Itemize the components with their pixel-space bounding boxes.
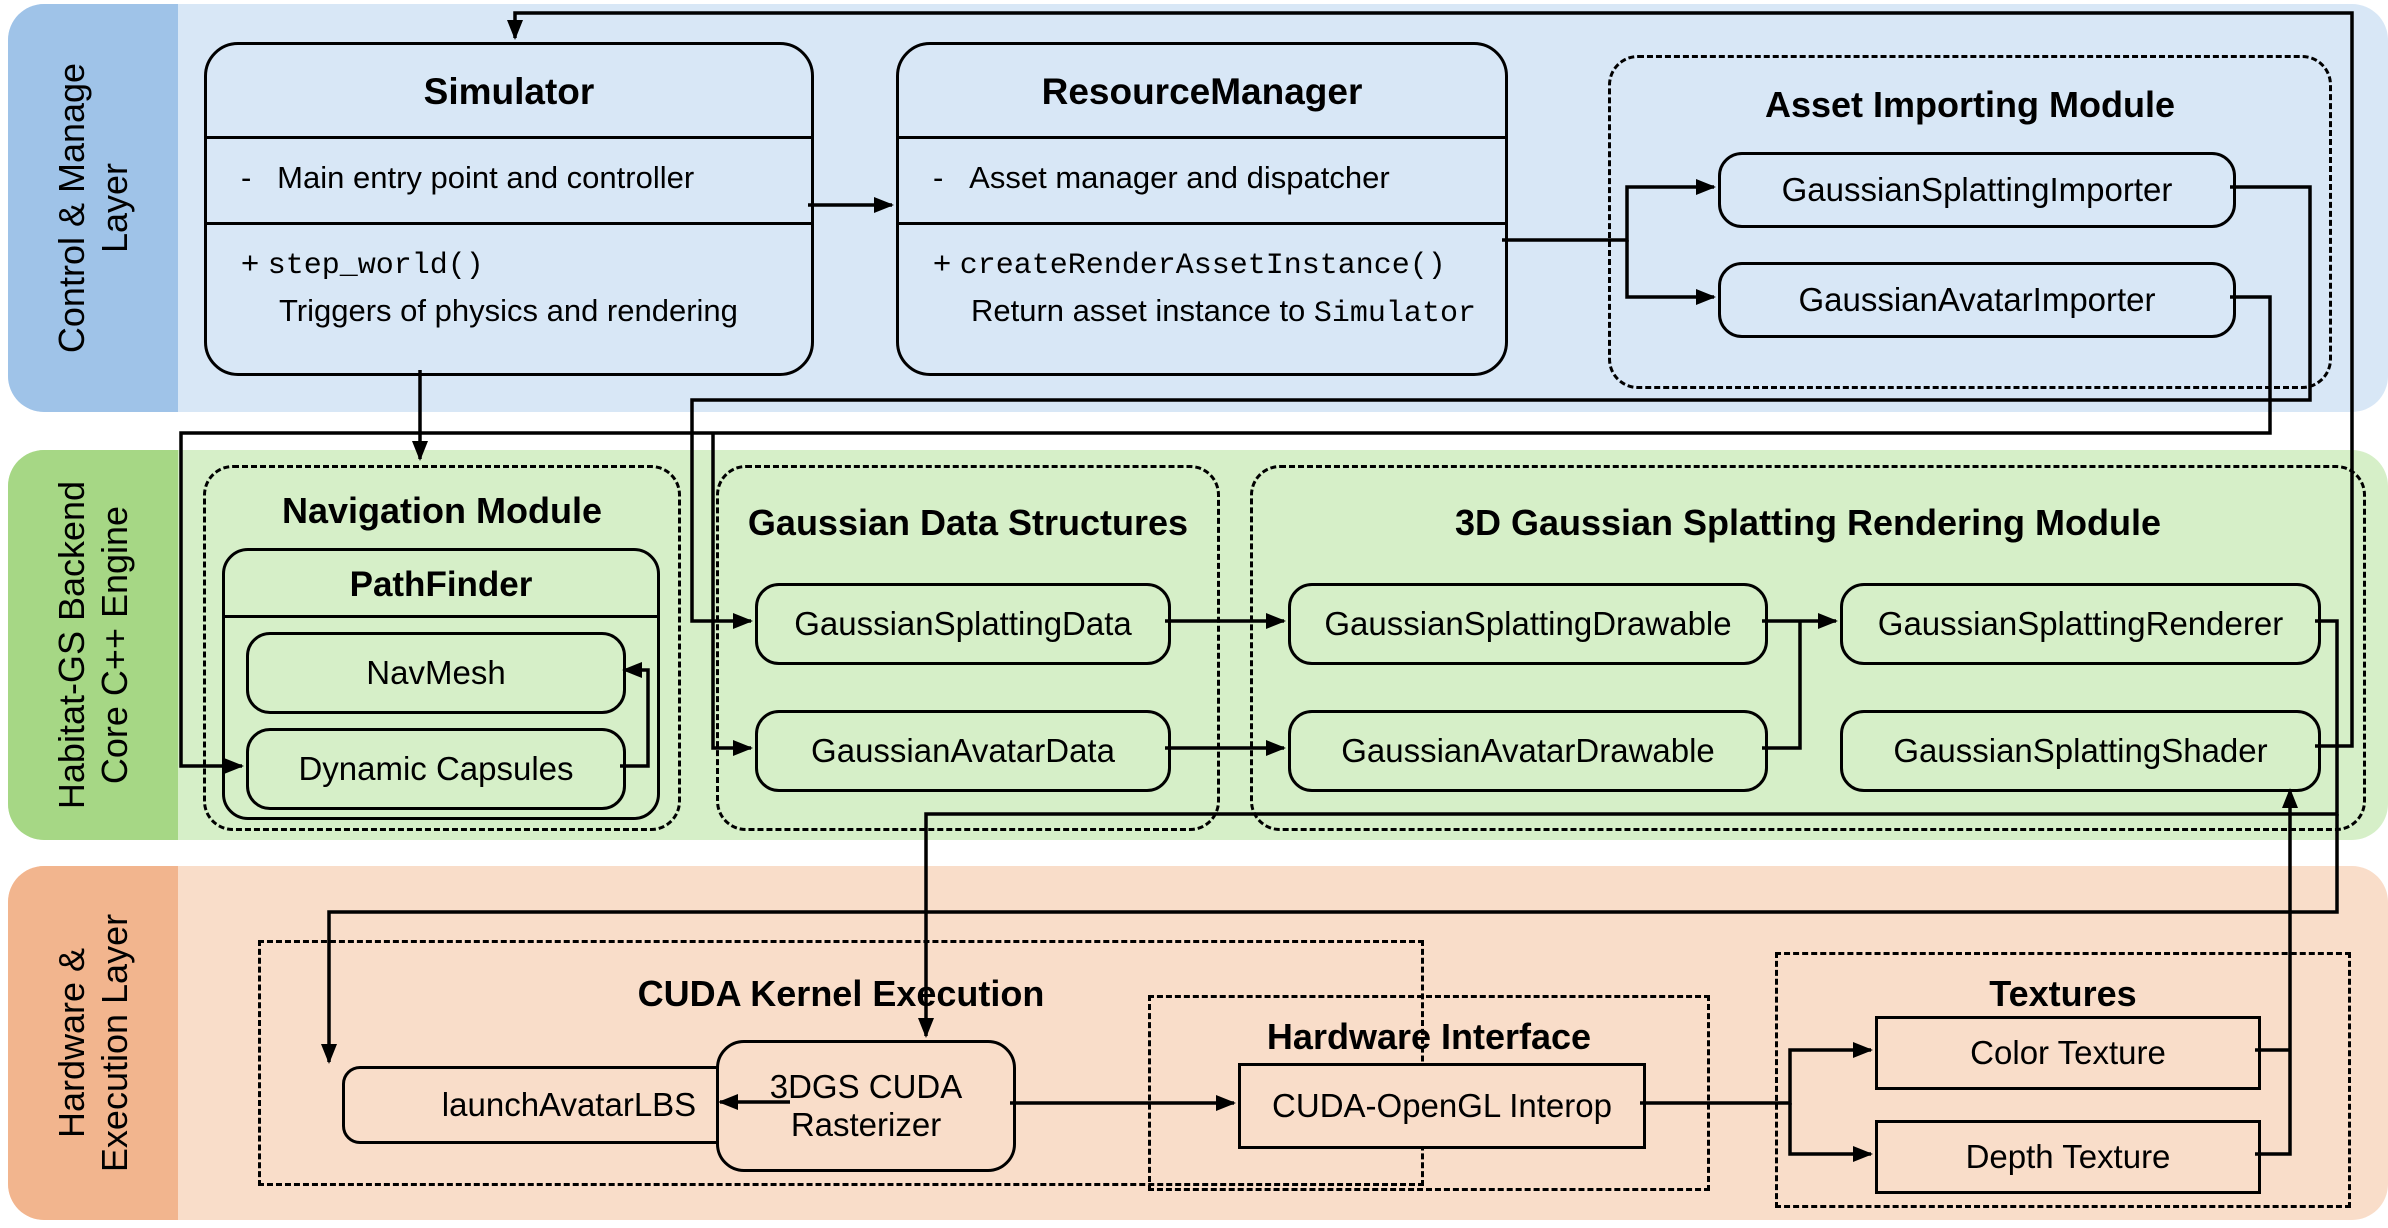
hardware-layer-label-line1: Hardware & — [50, 947, 92, 1139]
backend-layer-label-line2: Core C++ Engine — [94, 505, 135, 785]
hardware-layer-label-line2: Execution Layer — [94, 913, 135, 1173]
gaussian-avatar-importer-label: GaussianAvatarImporter — [1798, 281, 2156, 319]
resource-manager-attribute: - Asset manager and dispatcher — [933, 160, 1390, 196]
depth-texture-label: Depth Texture — [1965, 1138, 2171, 1176]
control-layer-strip — [8, 4, 178, 412]
rasterizer-label-line2: Rasterizer — [790, 1106, 942, 1143]
backend-layer-label-line1: Habitat-GS Backend — [50, 480, 92, 810]
control-layer-label-line2: Layer — [94, 162, 135, 254]
resource-manager-attr-text: Asset manager and dispatcher — [969, 160, 1390, 195]
simulator-method-plus: + — [241, 245, 260, 280]
gaussian-splatting-renderer-node: GaussianSplattingRenderer — [1840, 583, 2321, 665]
gaussian-splatting-renderer-label: GaussianSplattingRenderer — [1877, 605, 2284, 643]
hardware-layer-label: Hardware & Execution Layer — [50, 914, 136, 1172]
simulator-separator-2 — [207, 222, 811, 225]
gaussian-splatting-importer-label: GaussianSplattingImporter — [1781, 171, 2173, 209]
resource-manager-desc-code: Simulator — [1313, 297, 1476, 331]
simulator-method-name: step_world() — [267, 249, 484, 283]
simulator-attr-bullet: - — [241, 160, 252, 195]
gaussian-avatar-drawable-node: GaussianAvatarDrawable — [1288, 710, 1768, 792]
simulator-title: Simulator — [423, 71, 595, 112]
rasterizer-label-line1: 3DGS CUDA — [769, 1068, 963, 1106]
navigation-module-title: Navigation Module — [281, 490, 602, 531]
rasterizer-node: 3DGS CUDA Rasterizer — [716, 1040, 1016, 1172]
launch-avatar-lbs-label: launchAvatarLBS — [441, 1086, 697, 1124]
simulator-separator-1 — [207, 136, 811, 139]
simulator-attr-text: Main entry point and controller — [277, 160, 695, 195]
pathfinder-title: PathFinder — [349, 565, 533, 604]
backend-layer-strip — [8, 450, 178, 840]
color-texture-label: Color Texture — [1970, 1034, 2166, 1072]
navmesh-node: NavMesh — [246, 632, 626, 714]
resource-manager-method-plus: + — [933, 245, 952, 280]
dynamic-capsules-node: Dynamic Capsules — [246, 728, 626, 810]
gaussian-avatar-drawable-label: GaussianAvatarDrawable — [1341, 732, 1715, 770]
resource-manager-method-desc: Return asset instance to Simulator — [971, 293, 1476, 331]
textures-title: Textures — [1989, 973, 2137, 1014]
gaussian-avatar-data-node: GaussianAvatarData — [755, 710, 1171, 792]
gaussian-avatar-data-label: GaussianAvatarData — [811, 732, 1115, 770]
resource-manager-separator-2 — [899, 222, 1505, 225]
hardware-interface-title: Hardware Interface — [1266, 1016, 1592, 1057]
simulator-method: + step_world() — [241, 245, 484, 283]
gaussian-splatting-importer-node: GaussianSplattingImporter — [1718, 152, 2236, 228]
gaussian-splatting-data-node: GaussianSplattingData — [755, 583, 1171, 665]
simulator-method-desc: Triggers of physics and rendering — [279, 293, 738, 328]
resource-manager-desc-prefix: Return asset instance to — [971, 293, 1314, 328]
simulator-attribute: - Main entry point and controller — [241, 160, 694, 196]
control-layer-label: Control & Manage Layer — [50, 63, 136, 353]
gaussian-splatting-data-label: GaussianSplattingData — [794, 605, 1132, 643]
rendering-module-title: 3D Gaussian Splatting Rendering Module — [1454, 502, 2162, 543]
navmesh-label: NavMesh — [366, 654, 506, 692]
simulator-class-box: Simulator - Main entry point and control… — [204, 42, 814, 376]
dynamic-capsules-label: Dynamic Capsules — [298, 750, 574, 788]
control-layer-label-line1: Control & Manage — [50, 62, 92, 354]
gaussian-splatting-drawable-node: GaussianSplattingDrawable — [1288, 583, 1768, 665]
gaussian-splatting-drawable-label: GaussianSplattingDrawable — [1324, 605, 1732, 643]
gaussian-splatting-shader-label: GaussianSplattingShader — [1893, 732, 2268, 770]
resource-manager-method-name: createRenderAssetInstance() — [959, 249, 1446, 283]
gaussian-splatting-shader-node: GaussianSplattingShader — [1840, 710, 2321, 792]
cuda-opengl-interop-label: CUDA-OpenGL Interop — [1272, 1087, 1612, 1125]
resource-manager-method: + createRenderAssetInstance() — [933, 245, 1446, 283]
cuda-opengl-interop-node: CUDA-OpenGL Interop — [1238, 1063, 1646, 1149]
backend-layer-label: Habitat-GS Backend Core C++ Engine — [50, 481, 136, 809]
depth-texture-node: Depth Texture — [1875, 1120, 2261, 1194]
resource-manager-attr-bullet: - — [933, 160, 944, 195]
pathfinder-separator — [225, 615, 657, 618]
resource-manager-title: ResourceManager — [1041, 71, 1363, 112]
color-texture-node: Color Texture — [1875, 1016, 2261, 1090]
resource-manager-separator-1 — [899, 136, 1505, 139]
gaussian-avatar-importer-node: GaussianAvatarImporter — [1718, 262, 2236, 338]
resource-manager-class-box: ResourceManager - Asset manager and disp… — [896, 42, 1508, 376]
gaussian-data-structures-title: Gaussian Data Structures — [747, 502, 1189, 543]
hardware-layer-strip — [8, 866, 178, 1220]
asset-importing-title: Asset Importing Module — [1764, 84, 2175, 125]
